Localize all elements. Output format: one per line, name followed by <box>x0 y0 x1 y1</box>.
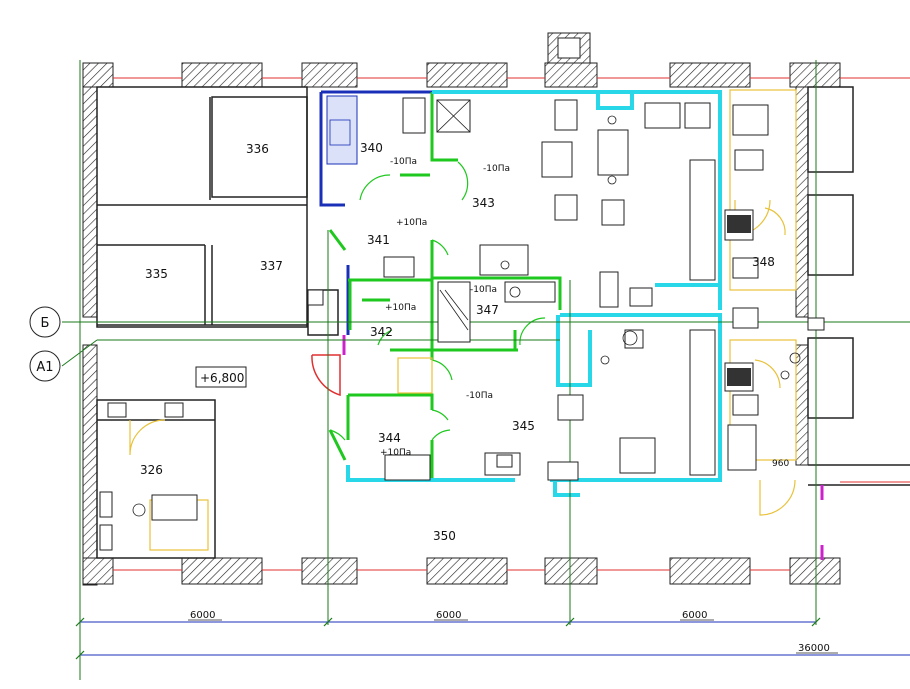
magenta-markers <box>342 335 824 560</box>
room-335: 335 <box>145 267 168 281</box>
dimension-span-3: 6000 <box>682 610 707 621</box>
level-marker-box <box>195 366 247 388</box>
pressure-344: +10Па <box>380 448 411 458</box>
pressure-343: -10Па <box>483 164 510 174</box>
dimension-underlines <box>188 619 838 654</box>
room-340: 340 <box>360 141 383 155</box>
room-345: 345 <box>512 419 535 433</box>
room-348: 348 <box>752 255 775 269</box>
pressure-340: -10Па <box>390 157 417 167</box>
dimension-span-1: 6000 <box>190 610 215 621</box>
room-350: 350 <box>433 529 456 543</box>
door-arc-red <box>311 354 341 397</box>
dimension-lines <box>80 621 910 656</box>
cyan-zone-walls <box>346 90 722 497</box>
room-341: 341 <box>367 233 390 247</box>
axis-bubble-a1 <box>29 350 61 382</box>
pressure-345: -10Па <box>466 391 493 401</box>
door-arcs-yellow <box>129 89 797 551</box>
dimension-span-2: 6000 <box>436 610 461 621</box>
dimension-total: 36000 <box>798 643 830 654</box>
room-336: 336 <box>246 142 269 156</box>
door-arcs-green <box>329 161 546 441</box>
dimension-door: 960 <box>772 459 789 469</box>
pressure-347: -10Па <box>470 285 497 295</box>
equipment-details <box>132 99 801 517</box>
room-343: 343 <box>472 196 495 210</box>
dimension-ticks <box>75 617 821 660</box>
pressure-342: +10Па <box>385 303 416 313</box>
room-342: 342 <box>370 325 393 339</box>
window-lines <box>113 77 910 571</box>
room-347: 347 <box>476 303 499 317</box>
grid-axes <box>61 60 910 680</box>
outer-walls <box>82 32 841 586</box>
room-326: 326 <box>140 463 163 477</box>
axis-label-b: Б <box>41 316 50 331</box>
blue-zone-walls <box>319 90 432 335</box>
axis-bubble-b <box>29 306 61 338</box>
interior-walls <box>96 86 910 559</box>
pressure-341: +10Па <box>396 218 427 228</box>
room-344: 344 <box>378 431 401 445</box>
level-marker: +6,800 <box>200 371 244 385</box>
axis-label-a1: А1 <box>36 360 53 375</box>
room-337: 337 <box>260 259 283 273</box>
sink-fill <box>727 215 751 386</box>
